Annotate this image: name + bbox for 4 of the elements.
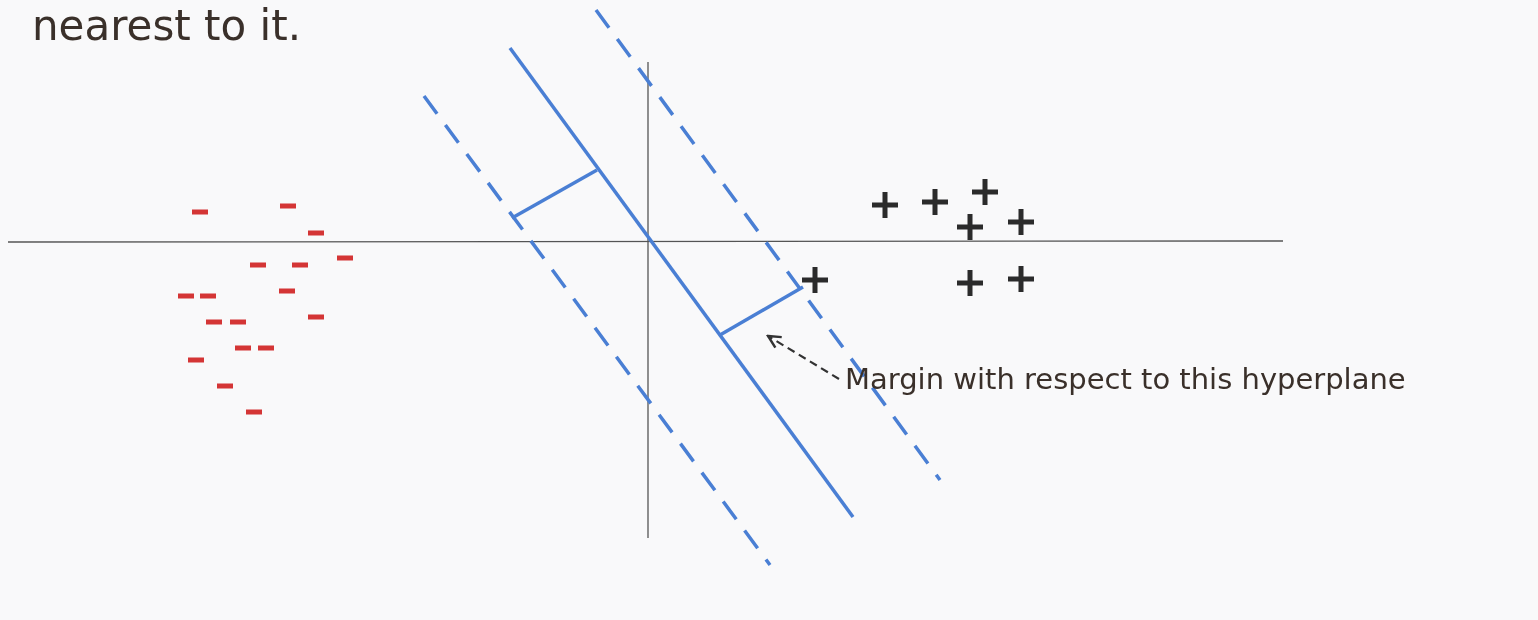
annotation-text: Margin with respect to this hyperplane — [845, 360, 1406, 398]
margin-segment — [719, 285, 804, 337]
heading-text: nearest to it. — [32, 2, 302, 50]
leader-arrow — [766, 334, 840, 380]
